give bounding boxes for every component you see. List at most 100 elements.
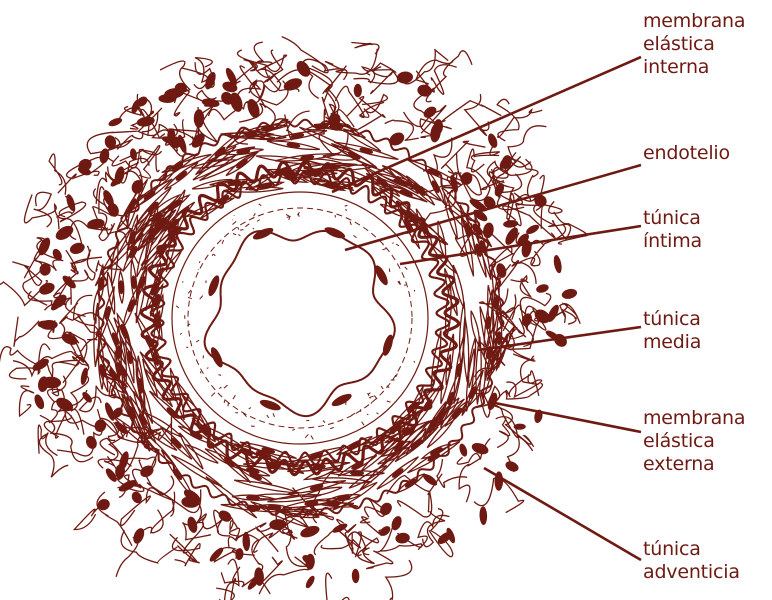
intima-fiber bbox=[203, 355, 204, 358]
label-line: interna bbox=[643, 56, 745, 79]
intima-fiber bbox=[233, 234, 236, 235]
intima-fiber bbox=[346, 209, 347, 211]
adventicia-nucleus bbox=[84, 434, 99, 450]
intima-fiber bbox=[367, 414, 368, 415]
intima-fiber bbox=[381, 386, 383, 389]
label-line: elástica bbox=[643, 430, 745, 453]
intima-fiber bbox=[213, 254, 215, 256]
adventicia-fiber bbox=[74, 504, 102, 530]
adventicia-fiber bbox=[431, 65, 457, 95]
adventicia-nucleus bbox=[458, 443, 469, 458]
adventicia-fiber bbox=[314, 530, 353, 555]
adventicia-fiber bbox=[19, 386, 34, 416]
adventicia-nucleus bbox=[107, 116, 123, 128]
label-line: membrana bbox=[643, 407, 745, 430]
adventicia-nucleus bbox=[194, 109, 204, 128]
adventicia-nucleus bbox=[61, 274, 78, 291]
adventicia-fiber bbox=[49, 154, 66, 195]
adventicia-fiber bbox=[351, 43, 379, 55]
label-line: túnica bbox=[643, 207, 702, 230]
adventicia-fiber bbox=[58, 171, 99, 193]
adventicia-nucleus bbox=[387, 130, 406, 148]
intima-fiber bbox=[199, 261, 200, 263]
label-line: endotelio bbox=[643, 142, 730, 165]
intima-fiber bbox=[383, 244, 384, 246]
adventicia-nucleus bbox=[282, 76, 304, 93]
leader-line-tunica-intima bbox=[400, 226, 641, 264]
adventicia-fiber bbox=[151, 492, 174, 533]
label-line: membrana bbox=[643, 10, 745, 33]
intima-fiber bbox=[182, 282, 183, 283]
adventicia-nucleus bbox=[535, 283, 550, 294]
adventicia-fiber bbox=[34, 192, 52, 227]
adventicia-fiber bbox=[442, 101, 502, 122]
adventicia-fiber bbox=[383, 560, 412, 600]
label-line: adventicia bbox=[643, 561, 740, 584]
adventicia-fiber bbox=[459, 459, 480, 502]
intima-fiber bbox=[267, 415, 269, 418]
intima-fiber bbox=[211, 393, 215, 397]
adventicia-fiber bbox=[321, 531, 360, 549]
intima-fiber bbox=[362, 422, 365, 426]
intima-fiber bbox=[238, 227, 239, 230]
intima-fiber bbox=[286, 215, 289, 217]
label-line: túnica bbox=[643, 538, 740, 561]
adventicia-nucleus bbox=[53, 223, 75, 243]
adventicia-nucleus bbox=[503, 220, 519, 229]
intima-fiber bbox=[345, 404, 346, 405]
intima-fiber bbox=[351, 413, 355, 415]
intima-fiber bbox=[257, 220, 260, 222]
intima-fiber bbox=[292, 429, 295, 430]
adventicia-nucleus bbox=[486, 132, 499, 149]
adventicia-fiber bbox=[560, 304, 580, 324]
endothelial-nucleus bbox=[330, 391, 353, 408]
adventicia-fiber bbox=[112, 149, 143, 168]
intima-fiber bbox=[188, 297, 192, 298]
intima-fiber bbox=[249, 408, 251, 410]
adventicia-fiber bbox=[126, 449, 159, 470]
intima-fiber bbox=[273, 413, 275, 417]
endotelio-layer bbox=[205, 225, 395, 416]
intima-fiber bbox=[353, 235, 356, 237]
adventicia-fiber bbox=[14, 317, 39, 346]
adventicia-fiber bbox=[121, 530, 177, 563]
adventicia-fiber bbox=[71, 374, 89, 435]
adventicia-nucleus bbox=[354, 84, 362, 98]
label-membrana-elastica-externa: membrana elástica externa bbox=[643, 407, 745, 476]
label-tunica-media: túnica media bbox=[643, 308, 701, 354]
intima-fiber bbox=[176, 306, 178, 308]
adventicia-nucleus bbox=[36, 236, 53, 257]
adventicia-fiber bbox=[73, 250, 95, 282]
intima-fiber bbox=[207, 368, 209, 369]
intima-fiber bbox=[224, 385, 228, 388]
intima-fiber bbox=[219, 387, 221, 389]
intima-fiber bbox=[311, 436, 313, 440]
adventicia-fiber bbox=[506, 374, 541, 397]
intima-fiber bbox=[224, 399, 225, 402]
endothelial-nucleus bbox=[206, 274, 221, 297]
adventicia-fiber bbox=[498, 110, 542, 138]
intima-fiber bbox=[240, 230, 243, 231]
label-endotelio: endotelio bbox=[643, 142, 730, 165]
intima-fiber bbox=[219, 375, 222, 376]
adventicia-nucleus bbox=[395, 532, 411, 544]
adventicia-fiber bbox=[39, 434, 68, 477]
intima-fiber bbox=[233, 395, 236, 399]
adventicia-fiber bbox=[508, 126, 546, 163]
intima-fiber bbox=[259, 204, 262, 206]
intima-fiber bbox=[330, 427, 334, 428]
intima-fiber bbox=[196, 340, 199, 342]
adventicia-nucleus bbox=[416, 83, 433, 98]
leader-line-tunica-adventicia bbox=[484, 468, 641, 560]
intima-fiber bbox=[370, 396, 374, 397]
adventicia-nucleus bbox=[93, 418, 108, 434]
smooth-muscle-cell bbox=[442, 192, 460, 240]
label-tunica-adventicia: túnica adventicia bbox=[643, 538, 740, 584]
intima-fiber bbox=[238, 234, 240, 236]
leader-line-membrana-elastica-interna bbox=[332, 57, 641, 192]
adventicia-nucleus bbox=[479, 506, 487, 525]
adventicia-fiber bbox=[497, 99, 519, 141]
adventicia-nucleus bbox=[186, 516, 199, 534]
intima-fiber bbox=[377, 413, 379, 414]
